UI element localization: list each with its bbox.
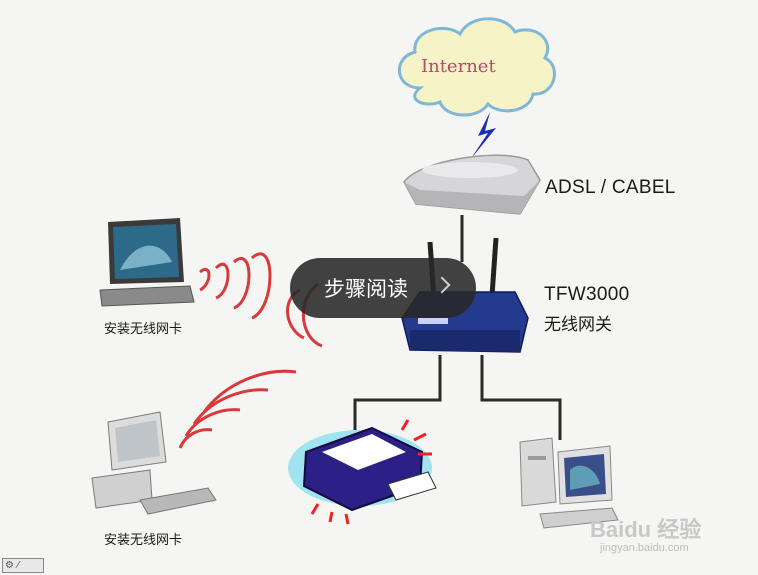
network-wires bbox=[353, 215, 562, 440]
modem-label: ADSL / CABEL bbox=[545, 177, 676, 198]
chevron-right-icon bbox=[433, 276, 451, 294]
image-tool-icon[interactable]: ⚙ ⁄ bbox=[2, 558, 44, 573]
internet-cloud bbox=[397, 17, 556, 117]
wired-desktop-device bbox=[519, 437, 619, 529]
watermark-url: jingyan.baidu.com bbox=[600, 542, 689, 554]
desktop-wireless-waves bbox=[178, 369, 297, 449]
lightning-icon bbox=[470, 112, 496, 160]
baidu-watermark: Baidu 经验 jingyan.baidu.com bbox=[590, 512, 702, 554]
laptop-card-label: 安装无线网卡 bbox=[104, 322, 183, 337]
internet-label: Internet bbox=[421, 56, 496, 77]
router-desc-label: 无线网关 bbox=[544, 315, 612, 335]
step-read-button[interactable]: 步骤阅读 bbox=[290, 258, 476, 318]
laptop-wireless-waves bbox=[199, 252, 272, 320]
watermark-brand: Baidu 经验 bbox=[590, 517, 702, 542]
step-read-label: 步骤阅读 bbox=[324, 277, 408, 301]
laptop-device bbox=[99, 218, 195, 307]
desktop-card-label: 安装无线网卡 bbox=[104, 533, 183, 548]
router-model-label: TFW3000 bbox=[544, 284, 630, 305]
desktop-wireless-device bbox=[91, 411, 217, 515]
modem-device bbox=[403, 154, 541, 215]
printer-device bbox=[288, 419, 437, 525]
